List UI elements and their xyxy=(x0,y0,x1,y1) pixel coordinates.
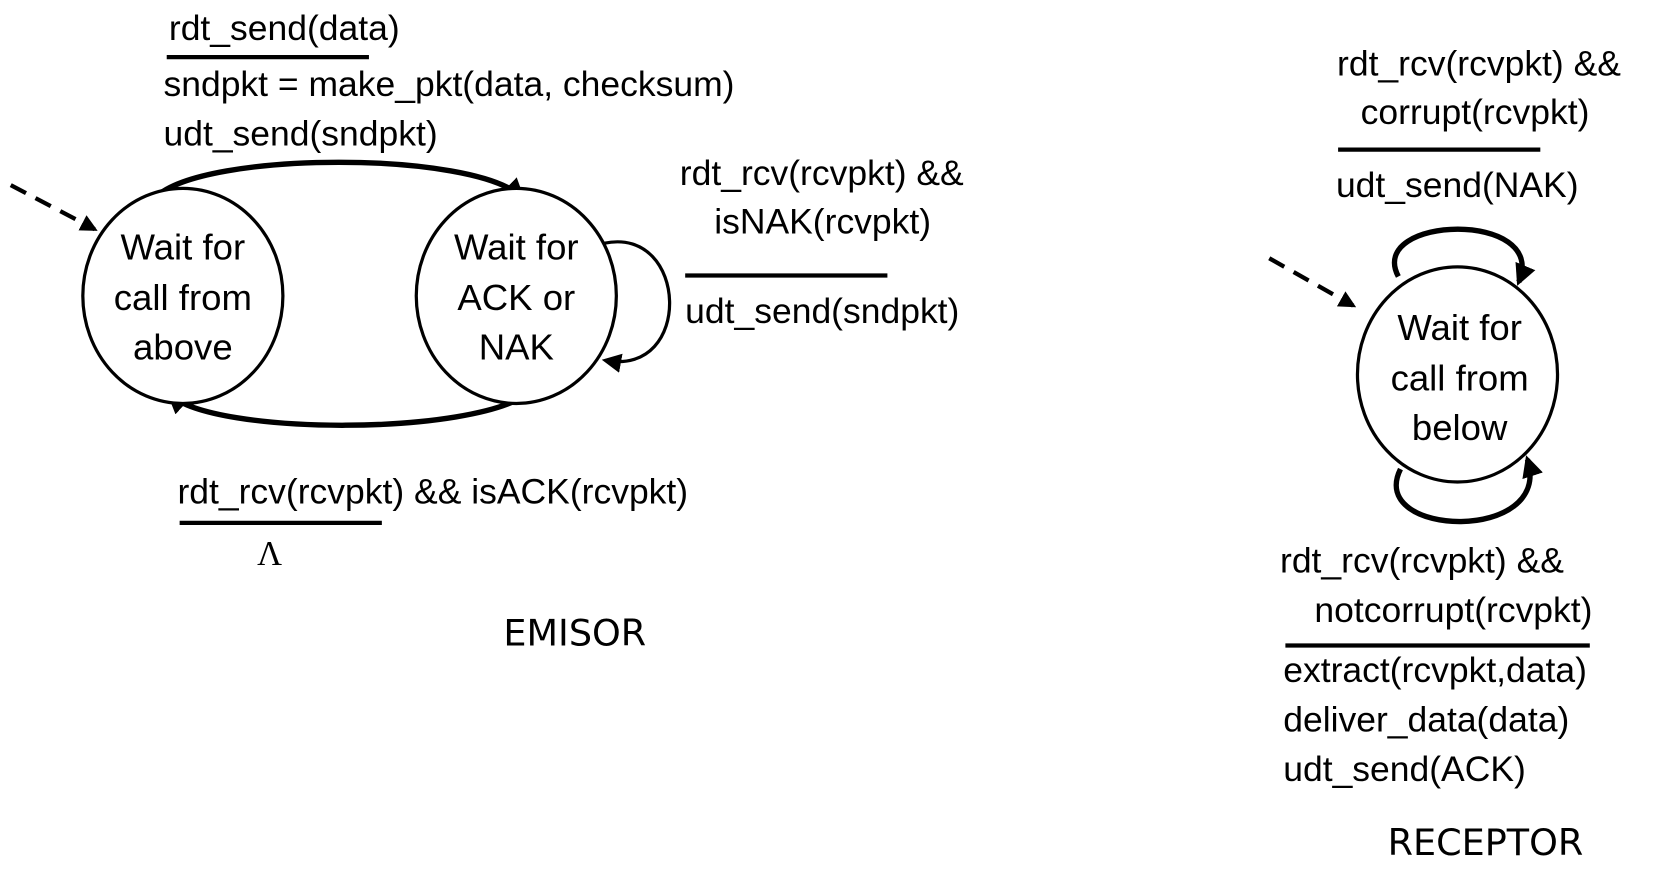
svg-text:above: above xyxy=(133,326,233,367)
state-wait-call-below: Wait for call from below xyxy=(1355,265,1560,484)
svg-text:Wait for: Wait for xyxy=(454,226,579,267)
svg-text:Wait for: Wait for xyxy=(121,226,246,267)
self-loop-arrow-ok xyxy=(1393,455,1543,525)
label-corrupt: rdt_rcv(rcvpkt) && corrupt(rcvpkt) udt_s… xyxy=(1336,43,1621,205)
svg-text:rdt_send(data): rdt_send(data) xyxy=(169,8,400,48)
label-ack: rdt_rcv(rcvpkt) && isACK(rcvpkt) Λ xyxy=(177,472,688,573)
svg-text:udt_send(NAK): udt_send(NAK) xyxy=(1336,165,1579,205)
sender-title: EMISOR xyxy=(503,611,646,654)
svg-text:udt_send(sndpkt): udt_send(sndpkt) xyxy=(163,113,437,153)
transition-arrow-send xyxy=(154,159,525,200)
label-nak: rdt_rcv(rcvpkt) && isNAK(rcvpkt) udt_sen… xyxy=(680,153,964,331)
svg-text:udt_send(ACK): udt_send(ACK) xyxy=(1283,749,1526,789)
svg-text:rdt_rcv(rcvpkt) &&: rdt_rcv(rcvpkt) && xyxy=(1280,540,1564,580)
transition-arrow-ack xyxy=(166,390,531,428)
svg-text:isNAK(rcvpkt): isNAK(rcvpkt) xyxy=(714,202,931,242)
svg-text:udt_send(sndpkt): udt_send(sndpkt) xyxy=(685,291,959,331)
svg-text:rdt_rcv(rcvpkt) &&: rdt_rcv(rcvpkt) && xyxy=(680,153,964,193)
svg-text:extract(rcvpkt,data): extract(rcvpkt,data) xyxy=(1283,650,1587,690)
svg-text:rdt_rcv(rcvpkt) && isACK(rcvpk: rdt_rcv(rcvpkt) && isACK(rcvpkt) xyxy=(177,472,688,512)
svg-text:below: below xyxy=(1412,407,1508,448)
svg-text:Wait for: Wait for xyxy=(1397,307,1522,348)
svg-text:corrupt(rcvpkt): corrupt(rcvpkt) xyxy=(1361,92,1590,132)
state-wait-call-above: Wait for call from above xyxy=(81,186,285,406)
self-loop-arrow-corrupt xyxy=(1392,226,1536,286)
svg-text:rdt_rcv(rcvpkt) &&: rdt_rcv(rcvpkt) && xyxy=(1337,43,1621,83)
initial-state-arrow xyxy=(9,183,98,232)
svg-text:notcorrupt(rcvpkt): notcorrupt(rcvpkt) xyxy=(1314,590,1592,630)
svg-text:NAK: NAK xyxy=(479,326,554,367)
svg-text:ACK or: ACK or xyxy=(457,277,575,318)
self-loop-arrow-nak xyxy=(601,240,672,373)
initial-state-arrow xyxy=(1268,256,1357,308)
state-wait-ack-nak: Wait for ACK or NAK xyxy=(414,186,618,406)
svg-text:call from: call from xyxy=(114,277,252,318)
label-send: rdt_send(data) sndpkt = make_pkt(data, c… xyxy=(163,8,734,153)
svg-text:deliver_data(data): deliver_data(data) xyxy=(1283,700,1569,740)
svg-text:call from: call from xyxy=(1391,358,1529,399)
svg-text:sndpkt = make_pkt(data, checks: sndpkt = make_pkt(data, checksum) xyxy=(163,64,734,104)
receiver-title: RECEPTOR xyxy=(1388,821,1584,864)
receiver-fsm: Wait for call from below rdt_rcv(rcvpkt)… xyxy=(1268,43,1621,864)
svg-text:Λ: Λ xyxy=(257,535,282,573)
sender-fsm: Wait for call from above Wait for ACK or… xyxy=(9,8,964,654)
label-notcorrupt: rdt_rcv(rcvpkt) && notcorrupt(rcvpkt) ex… xyxy=(1280,540,1592,789)
